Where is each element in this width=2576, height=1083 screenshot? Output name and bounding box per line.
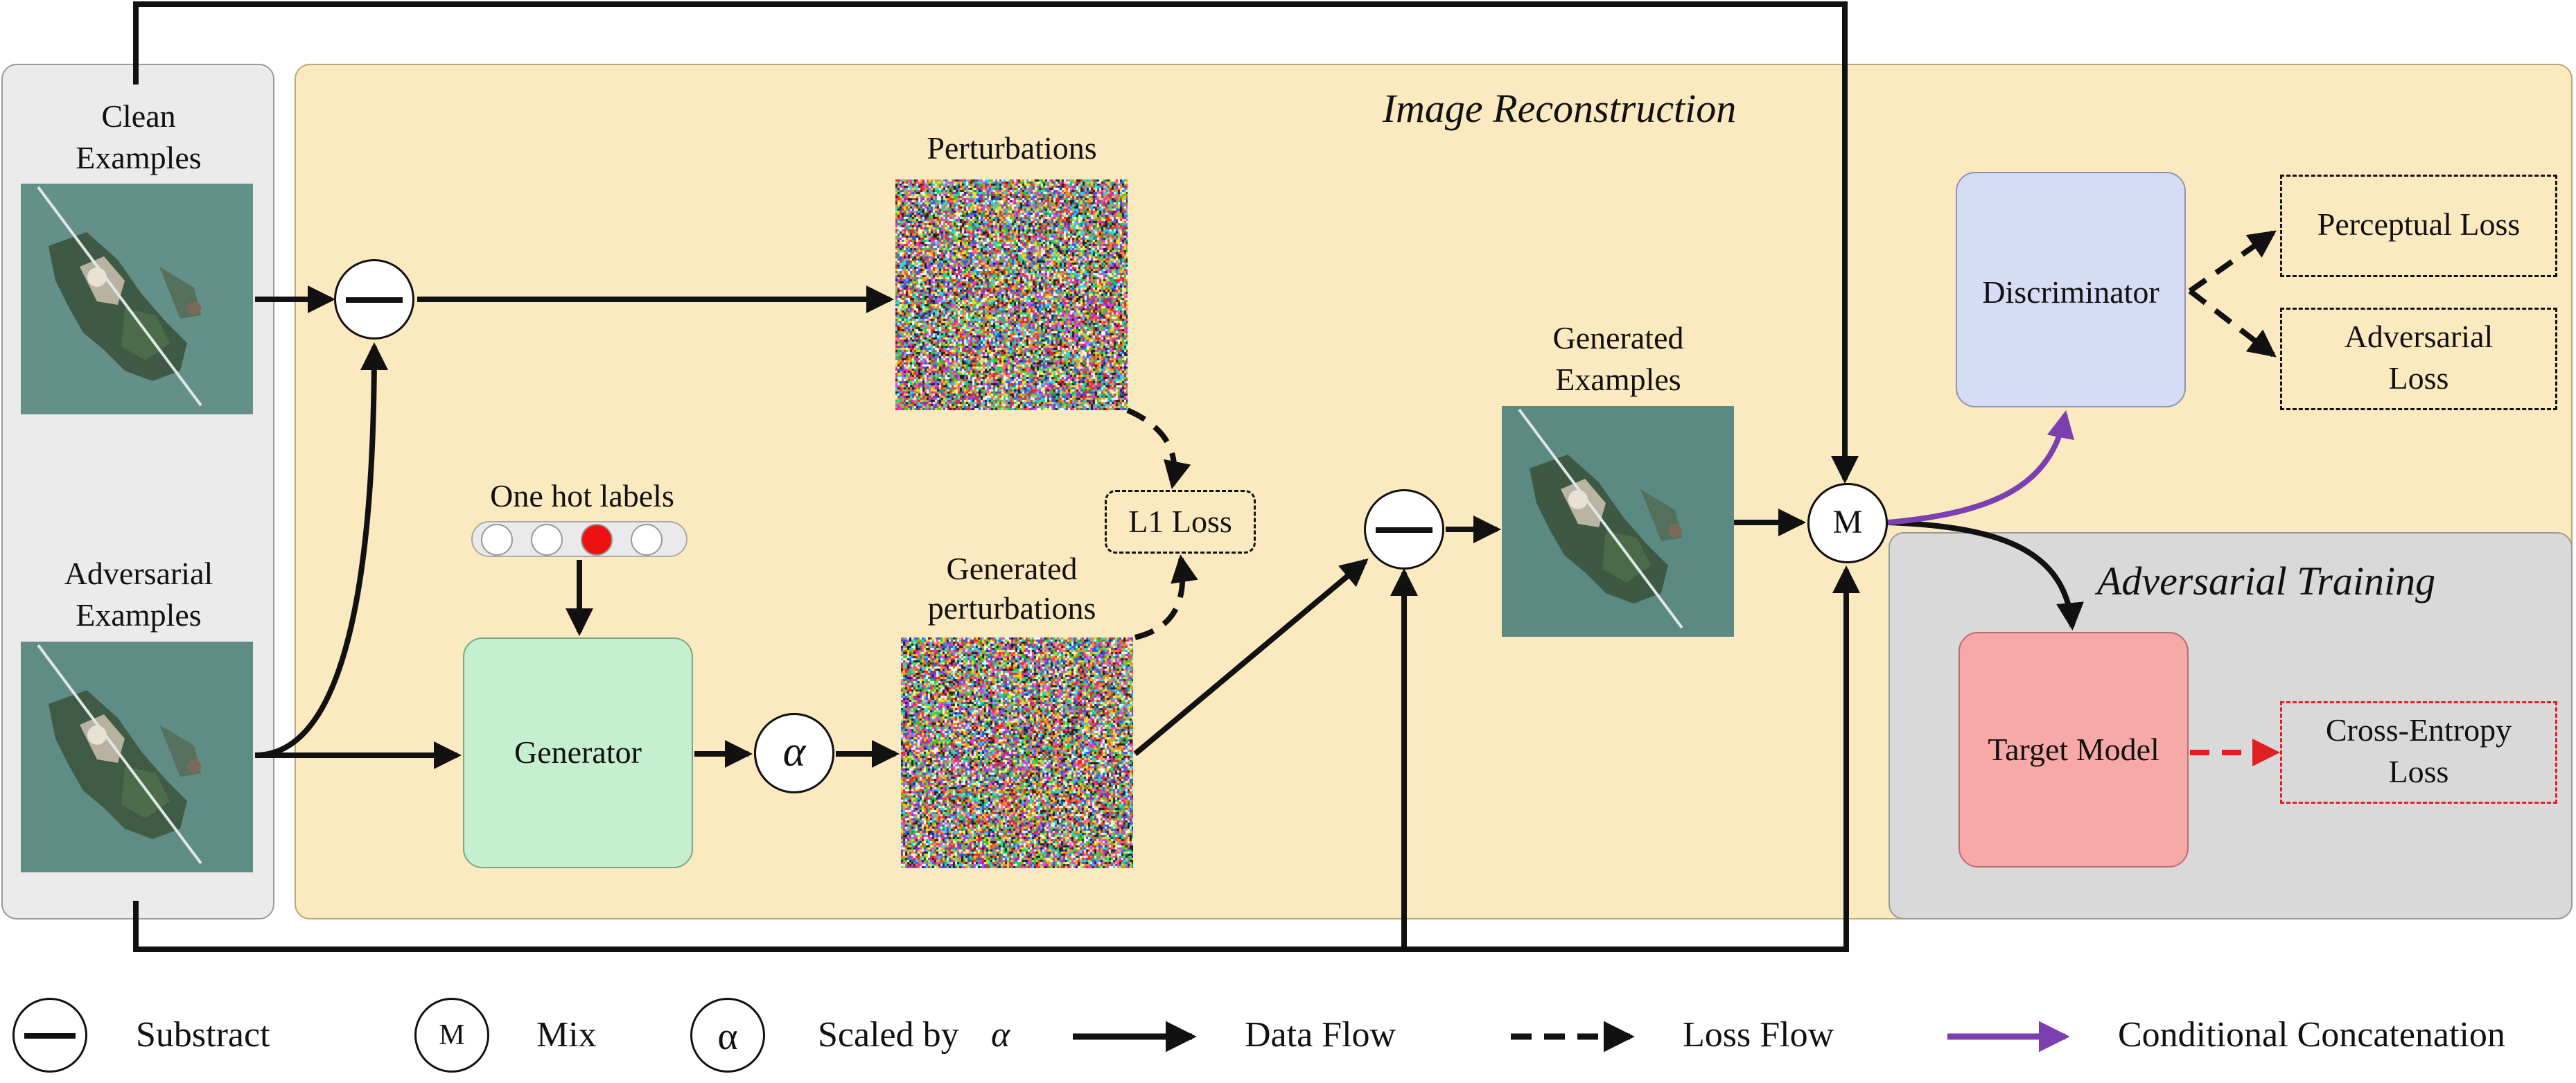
mix-symbol-cover: M [1832,504,1863,540]
alpha-node-cover [754,713,834,793]
cross-entropy-loss-label-line1: Cross-Entropy [2325,712,2512,748]
legend-subtract-icon [12,998,87,1073]
legend-loss-flow-label: Loss Flow [1683,1015,1834,1055]
subtract-node-2 [1364,489,1444,570]
one-hot-slot-1 [481,524,513,556]
clean-example-image [21,184,253,414]
target-model-label: Target Model [1988,732,2159,767]
legend-subtract-bar [24,1033,76,1039]
image-reconstruction-title: Image Reconstruction [1382,86,1737,131]
one-hot-slot-2 [531,524,563,556]
adversarial-loss-label-line2: Loss [2388,360,2449,396]
perturbations-label: Perturbations [927,130,1097,166]
one-hot-labels-title: One hot labels [490,478,674,513]
alpha-symbol-cover: α [782,728,806,775]
generated-perturbations-image [901,637,1133,868]
generated-examples-label-line1: Generated [1552,320,1684,355]
discriminator-block [1956,172,2186,407]
mix-node-cover [1807,483,1888,563]
adversarial-example-image [21,642,253,872]
subtract-bar-2 [1376,527,1432,533]
l1-loss-box [1105,490,1256,554]
legend-mix-icon [414,998,489,1073]
clean-label-line1: Clean [101,98,176,134]
l1-loss-label: L1 Loss [1128,504,1232,539]
legend-scaled-label: Scaled by [818,1015,959,1055]
generated-examples-label-line2: Examples [1555,362,1681,397]
legend-arrows [1073,1021,2070,1053]
generated-perturbations-label-line2: perturbations [927,590,1096,626]
legend-conditional-label: Conditional Concatenation [2118,1015,2505,1055]
adversarial-loss-label-line1: Adversarial [2344,319,2494,354]
legend-data-flow-label: Data Flow [1245,1015,1396,1055]
perturbations-image [895,179,1128,410]
legend-mix-symbol: M [439,1019,465,1051]
legend-scaled-alpha: α [991,1015,1010,1055]
adversarial-loss-box [2280,308,2557,410]
perceptual-loss-box [2280,175,2557,277]
legend-substract-label: Substract [136,1015,270,1055]
generator-label: Generator [514,734,642,770]
cross-entropy-loss-box [2280,701,2557,804]
cross-entropy-loss-label-line2: Loss [2388,754,2449,789]
legend-alpha-icon [690,998,765,1073]
adversarial-label-line1: Adversarial [64,556,213,591]
generated-perturbations-label-line1: Generated [946,551,1078,586]
perceptual-loss-label: Perceptual Loss [2317,206,2521,242]
subtract-node-1 [334,259,414,340]
one-hot-labels-bar [471,521,687,557]
discriminator-label: Discriminator [1982,274,2159,310]
one-hot-slot-3-active [581,524,613,556]
one-hot-slot-4 [631,524,663,556]
legend: Substract M Mix α Scaled by α Data Flow … [0,984,2576,1081]
adversarial-training-title: Adversarial Training [2096,558,2436,604]
subtract-bar-1 [346,297,403,303]
legend-mix-label: Mix [536,1015,597,1055]
generated-example-image [1502,406,1734,637]
adversarial-label-line2: Examples [76,597,202,633]
legend-alpha-symbol: α [717,1015,738,1058]
target-model-block [1959,632,2189,868]
clean-label-line2: Examples [76,140,202,175]
